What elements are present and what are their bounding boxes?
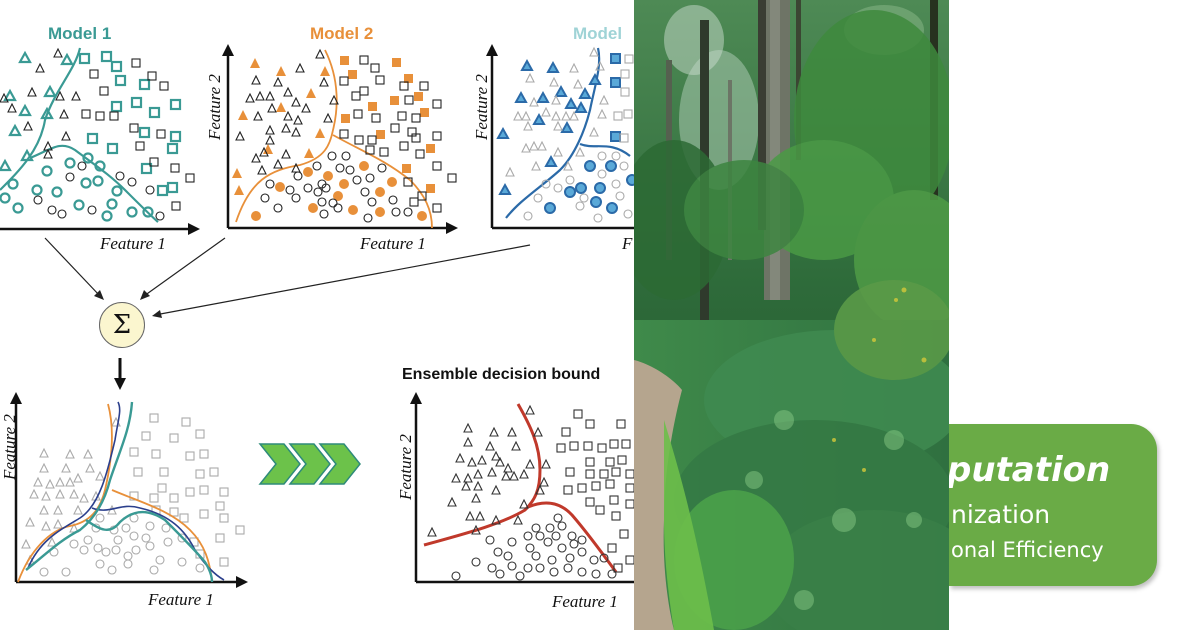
- combined-xlabel: Feature 1: [148, 590, 214, 609]
- forest-path-photo: [634, 0, 949, 630]
- model1-title: Model 1: [48, 24, 112, 43]
- sigma-symbol: Σ: [112, 310, 132, 340]
- chevron-arrows-icon: [258, 443, 361, 485]
- model3-title: Model: [573, 24, 623, 43]
- model2-xlabel: Feature 1: [360, 234, 426, 253]
- combined-boundaries-plot: [10, 392, 248, 588]
- model3-xlabel: F: [622, 234, 633, 253]
- sum-combiner-node: Σ: [99, 302, 145, 348]
- green-banner-box: putation nization onal Efficiency: [949, 424, 1157, 586]
- model2-title: Model 2: [310, 24, 374, 43]
- connector-arrows: [44, 237, 531, 390]
- banner-line-2: nization: [951, 500, 1051, 529]
- forest-photo-illustration: [634, 0, 949, 630]
- model1-xlabel: Feature 1: [100, 234, 166, 253]
- model2-plot: [222, 44, 458, 234]
- banner-panel: putation nization onal Efficiency: [949, 0, 1200, 630]
- ensemble-decision-plot: [410, 392, 634, 584]
- ensemble-xlabel: Feature 1: [552, 592, 618, 611]
- banner-heading: putation: [949, 450, 1111, 490]
- model3-plot: [486, 44, 634, 230]
- model1-plot: [0, 47, 200, 235]
- ensemble-title: Ensemble decision bound: [402, 366, 601, 383]
- ensemble-diagram: Model 1: [0, 24, 634, 611]
- banner-line-3: onal Efficiency: [951, 538, 1104, 562]
